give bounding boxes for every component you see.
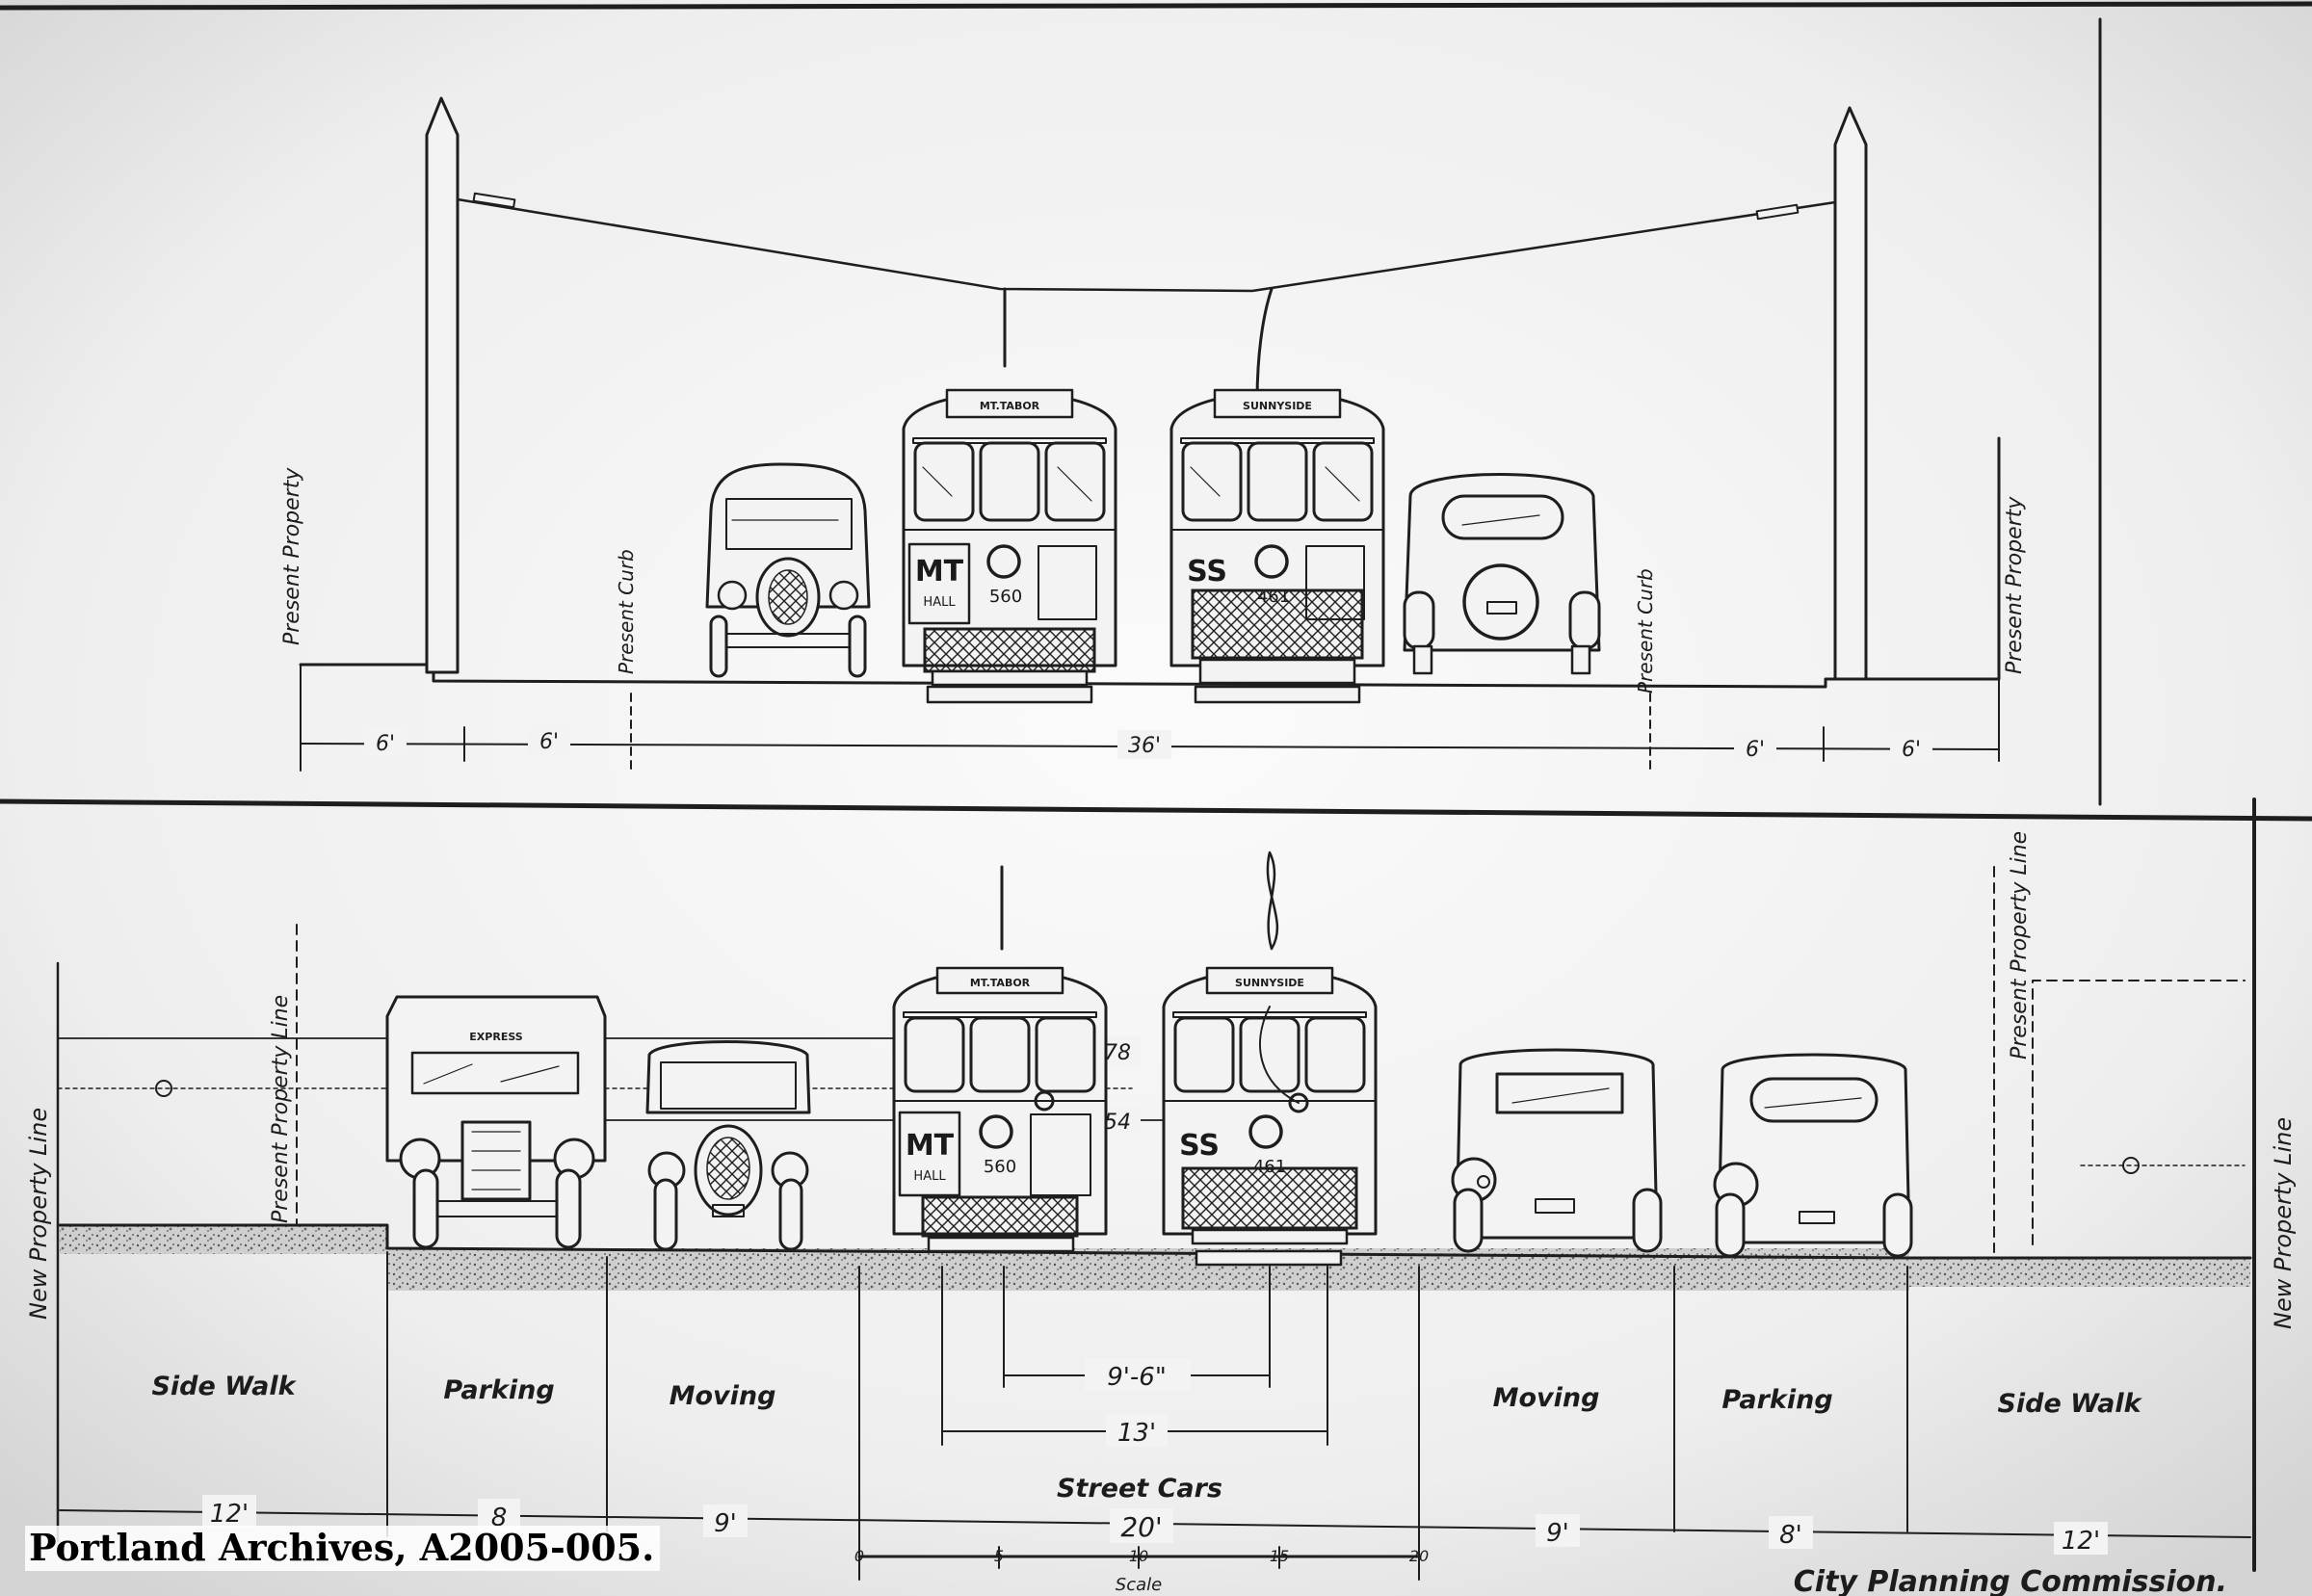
streetcar-front-view: MT.TABOR MT HALL 560	[902, 388, 1117, 704]
archive-credit: Portland Archives, A2005-005.	[25, 1526, 661, 1571]
streetcar-front-view: SUNNYSIDE SS 461	[1169, 388, 1385, 704]
lane-width-label: 12'	[2062, 1527, 2100, 1556]
lane-label-sidewalk: Side Walk	[1997, 1389, 2142, 1419]
scale-tick-label: 15	[1270, 1547, 1289, 1565]
proposed-section: New Property Line Present Property Line …	[25, 831, 2297, 1596]
scale-label: Scale	[1116, 1575, 1162, 1595]
streetcar-route-sub: HALL	[913, 1169, 946, 1184]
lane-label-moving: Moving	[670, 1381, 776, 1411]
streetcar-destination-sign: SUNNYSIDE	[1243, 400, 1312, 412]
dimension-label: 6'	[1746, 738, 1765, 762]
streetcar-front-view: MT.TABOR MT HALL 560	[892, 865, 1108, 1253]
express-truck-front-view: EXPRESS	[385, 995, 607, 1249]
sidewalk-gravel	[1909, 1258, 2250, 1287]
scale-bar: 0 5 10 15 20 Scale	[854, 1546, 1429, 1595]
dimension-label: 6'	[376, 732, 395, 756]
insulator	[1755, 203, 1800, 221]
present-curb-label-right: Present Curb	[1634, 568, 1657, 693]
track-span-label: 13'	[1117, 1419, 1156, 1448]
lane-label-parking: Parking	[1721, 1385, 1832, 1415]
new-property-line-label-left: New Property Line	[25, 1108, 52, 1320]
track-gauge-label: 9'-6"	[1107, 1363, 1167, 1392]
proposed-ground-line	[58, 1223, 2252, 1260]
automobile-front-view	[645, 1040, 811, 1251]
streetcar-route-letters: SS	[1179, 1129, 1220, 1163]
automobile-front-view	[705, 462, 871, 678]
lane-label-sidewalk: Side Walk	[151, 1372, 297, 1401]
present-property-line-label-right: Present Property Line	[2008, 831, 2032, 1060]
streetcar-number: 560	[984, 1157, 1016, 1177]
top-border	[0, 1, 2312, 11]
streetcar-number: 560	[989, 587, 1022, 607]
streetcar-route-sub: HALL	[923, 595, 956, 610]
streetcar-destination-sign: MT.TABOR	[980, 400, 1040, 412]
streetcar-front-view: SUNNYSIDE SS 461	[1162, 850, 1378, 1267]
scale-tick-label: 20	[1409, 1547, 1429, 1565]
lane-width-label: 8	[491, 1504, 508, 1532]
truck-sign-label: EXPRESS	[469, 1031, 522, 1043]
present-property-label-right: Present Property	[2003, 496, 2027, 674]
dimension-label: 6'	[1902, 738, 1921, 762]
lane-width-dimensions: 12' 8 9' 20' 9' 8' 12'	[59, 1495, 2251, 1556]
sidewalk-gravel	[60, 1225, 387, 1254]
present-section: Present Property Present Curb Present Cu…	[280, 96, 2027, 772]
lane-label-parking: Parking	[443, 1375, 554, 1405]
streetcar-route-letters: MT	[906, 1129, 955, 1163]
present-curb-label-left: Present Curb	[615, 549, 638, 674]
dimension-label: 36'	[1128, 734, 1161, 758]
span-wire	[456, 197, 1837, 293]
height-label: 78	[1104, 1041, 1131, 1065]
city-planning-commission-credit: City Planning Commission.	[1794, 1565, 2227, 1596]
automobile-rear-view	[1713, 1053, 1913, 1258]
lane-width-label: 9'	[714, 1509, 737, 1538]
trolley-pole-right	[1833, 106, 1868, 681]
center-marker	[155, 1080, 172, 1097]
present-property-label-left: Present Property	[280, 467, 304, 645]
present-property-line-label-left: Present Property Line	[269, 995, 293, 1223]
lane-width-label: 20'	[1120, 1511, 1162, 1543]
lane-label-street-cars: Street Cars	[1057, 1474, 1222, 1504]
streetcar-route-letters: SS	[1187, 555, 1227, 589]
present-dimensions: 6' 6' 36' 6' 6'	[300, 726, 2000, 763]
scale-tick-label: 0	[854, 1547, 864, 1565]
building-outline-dashed	[2032, 980, 2246, 1245]
scale-tick-label: 5	[994, 1547, 1004, 1565]
lane-label-moving: Moving	[1493, 1383, 1600, 1413]
streetcar-destination-sign: SUNNYSIDE	[1235, 977, 1304, 989]
lane-width-label: 9'	[1546, 1519, 1569, 1548]
section-divider	[0, 798, 2312, 822]
insulator	[472, 192, 516, 209]
scale-tick-label: 10	[1129, 1547, 1148, 1565]
height-label: 54	[1104, 1111, 1131, 1135]
automobile-rear-view	[1403, 473, 1601, 675]
dimension-label: 6'	[539, 730, 559, 754]
new-property-line-label-right: New Property Line	[2270, 1117, 2297, 1329]
automobile-rear-view	[1451, 1048, 1663, 1253]
center-marker	[2122, 1157, 2140, 1174]
trolley-pole-left	[425, 96, 460, 674]
streetcar-route-letters: MT	[915, 555, 964, 589]
lane-width-label: 8'	[1779, 1521, 1802, 1550]
roadway-gravel	[387, 1248, 1909, 1291]
lane-width-label: 12'	[210, 1500, 249, 1529]
streetcar-destination-sign: MT.TABOR	[970, 977, 1031, 989]
